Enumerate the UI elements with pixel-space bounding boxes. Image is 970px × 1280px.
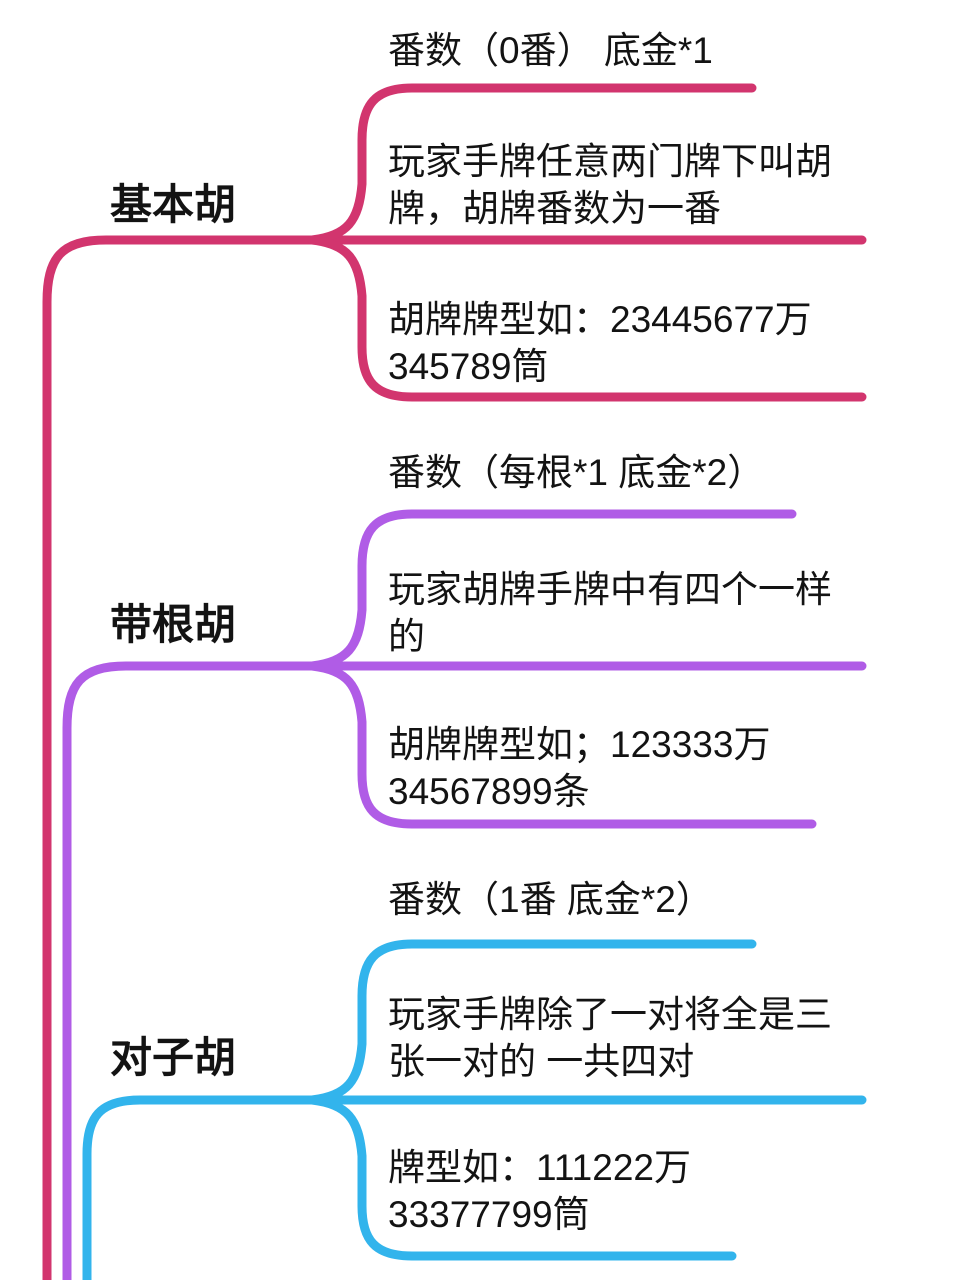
pair-hu-fanshu-node[interactable]: 番数（1番 底金*2） (388, 876, 888, 923)
pair-hu-description-node[interactable]: 玩家手牌除了一对将全是三 张一对的 一共四对 (388, 991, 888, 1085)
node-text-line: 番数（1番 底金*2） (388, 879, 713, 920)
gen-hu-fanshu-node[interactable]: 番数（每根*1 底金*2） (388, 449, 888, 496)
node-text-line: 番数（每根*1 底金*2） (388, 452, 765, 493)
gen-hu-child3-connector (307, 661, 817, 829)
node-text-line: 胡牌牌型如；123333万 (388, 724, 771, 765)
pair-hu-trunk-line (82, 1095, 867, 1280)
gen-hu-child1-connector (307, 509, 797, 671)
branch-node-gen-hu[interactable]: 带根胡 (110, 601, 237, 648)
node-text-line: 34567899条 (388, 771, 590, 812)
node-text-line: 番数（0番） 底金*1 (388, 30, 713, 71)
pair-hu-child1-connector (307, 939, 757, 1105)
node-text-line: 胡牌牌型如：23445677万 (388, 299, 812, 340)
branch-node-pair-hu[interactable]: 对子胡 (110, 1034, 237, 1081)
basic-hu-fanshu-node[interactable]: 番数（0番） 底金*1 (388, 27, 888, 74)
node-text-line: 牌，胡牌番数为一番 (388, 188, 721, 229)
pair-hu-example-node[interactable]: 牌型如：111222万 33377799筒 (388, 1144, 888, 1238)
basic-hu-child1-connector (307, 83, 757, 245)
gen-hu-example-node[interactable]: 胡牌牌型如；123333万 34567899条 (388, 721, 888, 815)
node-text-line: 玩家手牌除了一对将全是三 (388, 994, 832, 1035)
basic-hu-child3-connector (307, 235, 867, 402)
basic-hu-description-node[interactable]: 玩家手牌任意两门牌下叫胡 牌，胡牌番数为一番 (388, 138, 888, 232)
node-text-line: 牌型如：111222万 (388, 1147, 691, 1188)
basic-hu-trunk-line (42, 235, 867, 1280)
node-text-line: 33377799筒 (388, 1194, 590, 1235)
pair-hu-child3-connector (307, 1095, 737, 1261)
node-text-line: 345789筒 (388, 346, 549, 387)
node-text-line: 玩家手牌任意两门牌下叫胡 (388, 141, 832, 182)
node-text-line: 的 (388, 616, 425, 657)
node-text-line: 玩家胡牌手牌中有四个一样 (388, 569, 832, 610)
basic-hu-example-node[interactable]: 胡牌牌型如：23445677万 345789筒 (388, 296, 888, 390)
node-text-line: 张一对的 一共四对 (388, 1041, 695, 1082)
gen-hu-description-node[interactable]: 玩家胡牌手牌中有四个一样 的 (388, 566, 888, 660)
gen-hu-trunk-line (62, 661, 867, 1280)
branch-node-basic-hu[interactable]: 基本胡 (110, 181, 237, 228)
